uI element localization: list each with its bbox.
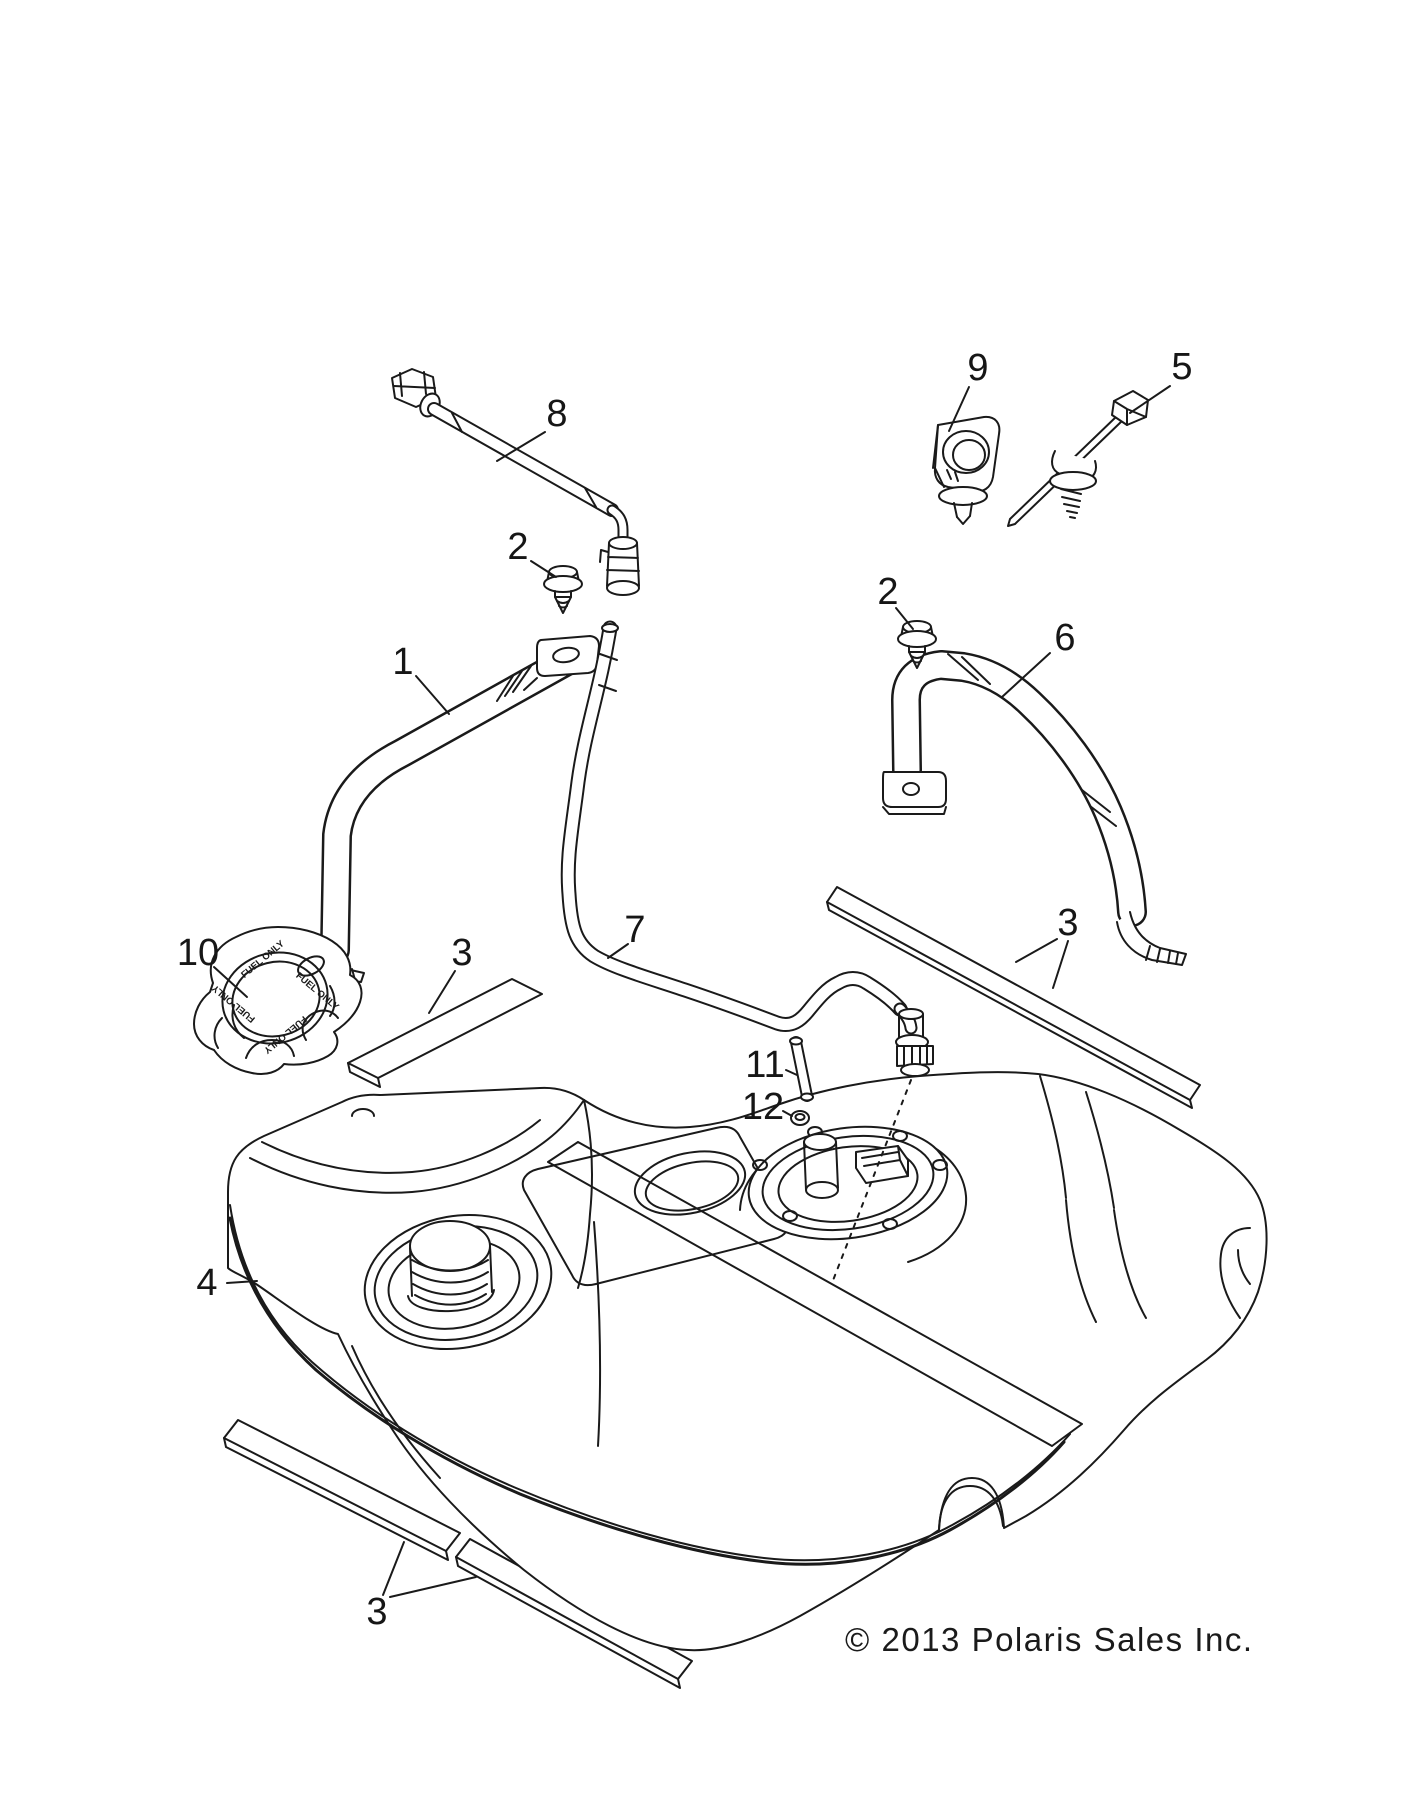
callout-3-right: 3 [1057, 902, 1079, 944]
callout-12: 12 [741, 1086, 785, 1128]
grommet-drawing [791, 1111, 809, 1125]
fuel-pump-module-drawing [741, 1080, 954, 1283]
cable-tie-drawing [1008, 391, 1148, 526]
foam-strip-upper-right-drawing [827, 887, 1200, 1108]
leader-lines [214, 386, 1170, 1597]
fuel-hose-drawing [568, 624, 933, 1076]
callout-3-left: 3 [451, 932, 473, 974]
callout-2-front: 2 [507, 526, 529, 568]
front-strap-drawing [318, 636, 599, 982]
callout-3-bottom: 3 [366, 1591, 388, 1633]
fuel-cap-drawing: FUEL ONLY FUEL ONLY FUEL ONLY FUEL ONLY [194, 927, 362, 1074]
foam-strip-bottom-left-drawing [224, 1420, 460, 1560]
fuel-line-assembly-drawing [392, 369, 639, 595]
callout-8: 8 [546, 393, 568, 435]
rear-strap-drawing [883, 654, 1186, 965]
callout-2-rear: 2 [877, 571, 899, 613]
callout-10: 10 [176, 932, 220, 974]
callout-11: 11 [745, 1044, 785, 1086]
callout-4: 4 [196, 1262, 218, 1304]
callout-1: 1 [392, 641, 414, 683]
callout-5: 5 [1171, 346, 1193, 388]
hose-clamp-drawing [933, 417, 999, 524]
foam-strip-upper-left-drawing [348, 979, 542, 1087]
copyright-notice: © 2013 Polaris Sales Inc. [845, 1621, 1254, 1658]
callout-7: 7 [624, 909, 646, 951]
fuel-tank-drawing [228, 1072, 1267, 1650]
vent-tube-drawing [790, 1038, 813, 1101]
callout-9: 9 [967, 347, 989, 389]
callout-6: 6 [1054, 617, 1076, 659]
